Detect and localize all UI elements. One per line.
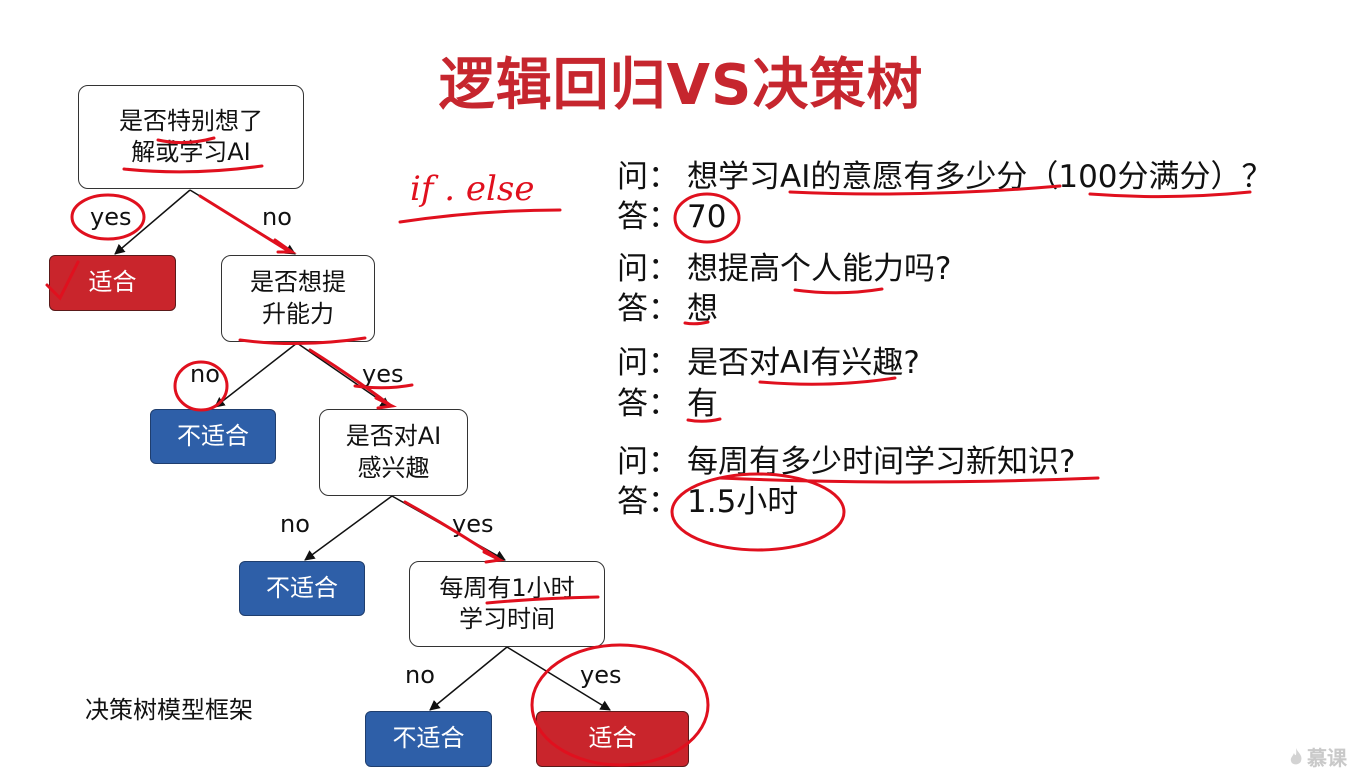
- leaf-unfit-3: 不适合: [365, 711, 492, 767]
- edge-label-q1-yes: yes: [90, 203, 132, 231]
- qa-answer-1: 答：70: [617, 197, 726, 237]
- decision-node-q1: 是否特别想了 解或学习AI: [78, 85, 304, 189]
- answer-prefix: 答：: [617, 199, 679, 235]
- question-text: 想提高个人能力吗?: [687, 251, 952, 287]
- qa-question-4: 问：每周有多少时间学习新知识?: [617, 442, 1075, 482]
- question-text: 是否对AI有兴趣?: [687, 345, 920, 381]
- ink-underline-qa2: [793, 287, 884, 295]
- decision-node-q3: 是否对AI 感兴趣: [319, 409, 468, 496]
- edge-label-q3-yes: yes: [452, 510, 494, 538]
- leaf-unfit-1: 不适合: [150, 409, 276, 464]
- qa-question-3: 问：是否对AI有兴趣?: [617, 343, 920, 383]
- logo: 慕课: [1288, 742, 1347, 771]
- diagram-caption: 决策树模型框架: [85, 696, 253, 724]
- edge-label-q1-no: no: [262, 203, 292, 231]
- answer-text: 1.5小时: [687, 484, 799, 520]
- leaf-fit-1: 适合: [49, 255, 176, 311]
- question-prefix: 问：: [617, 159, 679, 195]
- question-text: 想学习AI的意愿有多少分（100分满分）？: [687, 159, 1273, 195]
- answer-text: 想: [687, 291, 718, 327]
- answer-text: 有: [687, 386, 718, 422]
- edge-label-q4-yes: yes: [580, 661, 622, 689]
- flame-icon: [1290, 747, 1302, 764]
- page-title: 逻辑回归VS决策树: [438, 53, 924, 118]
- leaf-fit-2: 适合: [536, 711, 689, 767]
- leaf-unfit-2: 不适合: [239, 561, 365, 616]
- edge-label-q2-yes: yes: [362, 360, 404, 388]
- answer-prefix: 答：: [617, 484, 679, 520]
- logo-text: 慕课: [1307, 746, 1347, 770]
- question-prefix: 问：: [617, 251, 679, 287]
- qa-question-2: 问：想提高个人能力吗?: [617, 249, 951, 289]
- edge-q3-no: [304, 495, 393, 561]
- edge-q2-no: [214, 342, 298, 408]
- edge-q4-no: [429, 646, 508, 711]
- answer-prefix: 答：: [617, 386, 679, 422]
- answer-prefix: 答：: [617, 291, 679, 327]
- qa-answer-4: 答：1.5小时: [617, 482, 798, 522]
- ink-underline-ifelse: [398, 208, 562, 224]
- qa-answer-3: 答：有: [617, 384, 718, 424]
- decision-node-q2: 是否想提 升能力: [221, 255, 375, 342]
- answer-text: 70: [687, 199, 727, 235]
- decision-node-q4: 每周有1小时 学习时间: [409, 561, 605, 647]
- qa-answer-2: 答：想: [617, 289, 718, 329]
- question-prefix: 问：: [617, 345, 679, 381]
- edge-label-q4-no: no: [405, 661, 435, 689]
- question-text: 每周有多少时间学习新知识?: [687, 444, 1076, 480]
- edge-label-q2-no: no: [190, 360, 220, 388]
- edge-label-q3-no: no: [280, 510, 310, 538]
- qa-question-1: 问：想学习AI的意愿有多少分（100分满分）？: [617, 157, 1273, 197]
- ink-handwriting: if . else: [410, 169, 534, 209]
- question-prefix: 问：: [617, 444, 679, 480]
